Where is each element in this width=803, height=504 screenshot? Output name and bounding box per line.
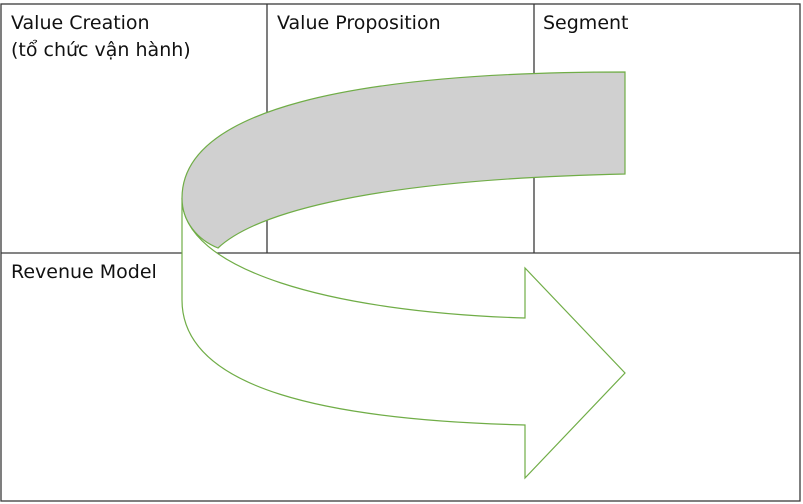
cell-label-line: Revenue Model	[11, 261, 157, 283]
canvas-grid	[0, 3, 801, 502]
cell-label-value-proposition: Value Proposition	[277, 10, 441, 37]
curved-arrow-lower-band	[181, 197, 626, 480]
cell-label-segment: Segment	[543, 10, 629, 37]
curved-arrow-upper-band	[181, 71, 626, 249]
cell-label-revenue-model: Revenue Model	[11, 259, 157, 286]
cell-label-line: (tổ chức vận hành)	[11, 39, 191, 61]
curved-arrow	[181, 71, 626, 480]
cell-label-line: Segment	[543, 12, 629, 34]
cell-label-line: Value Creation	[11, 12, 150, 34]
cell-label-line: Value Proposition	[277, 12, 441, 34]
cell-label-value-creation: Value Creation (tổ chức vận hành)	[11, 10, 191, 64]
